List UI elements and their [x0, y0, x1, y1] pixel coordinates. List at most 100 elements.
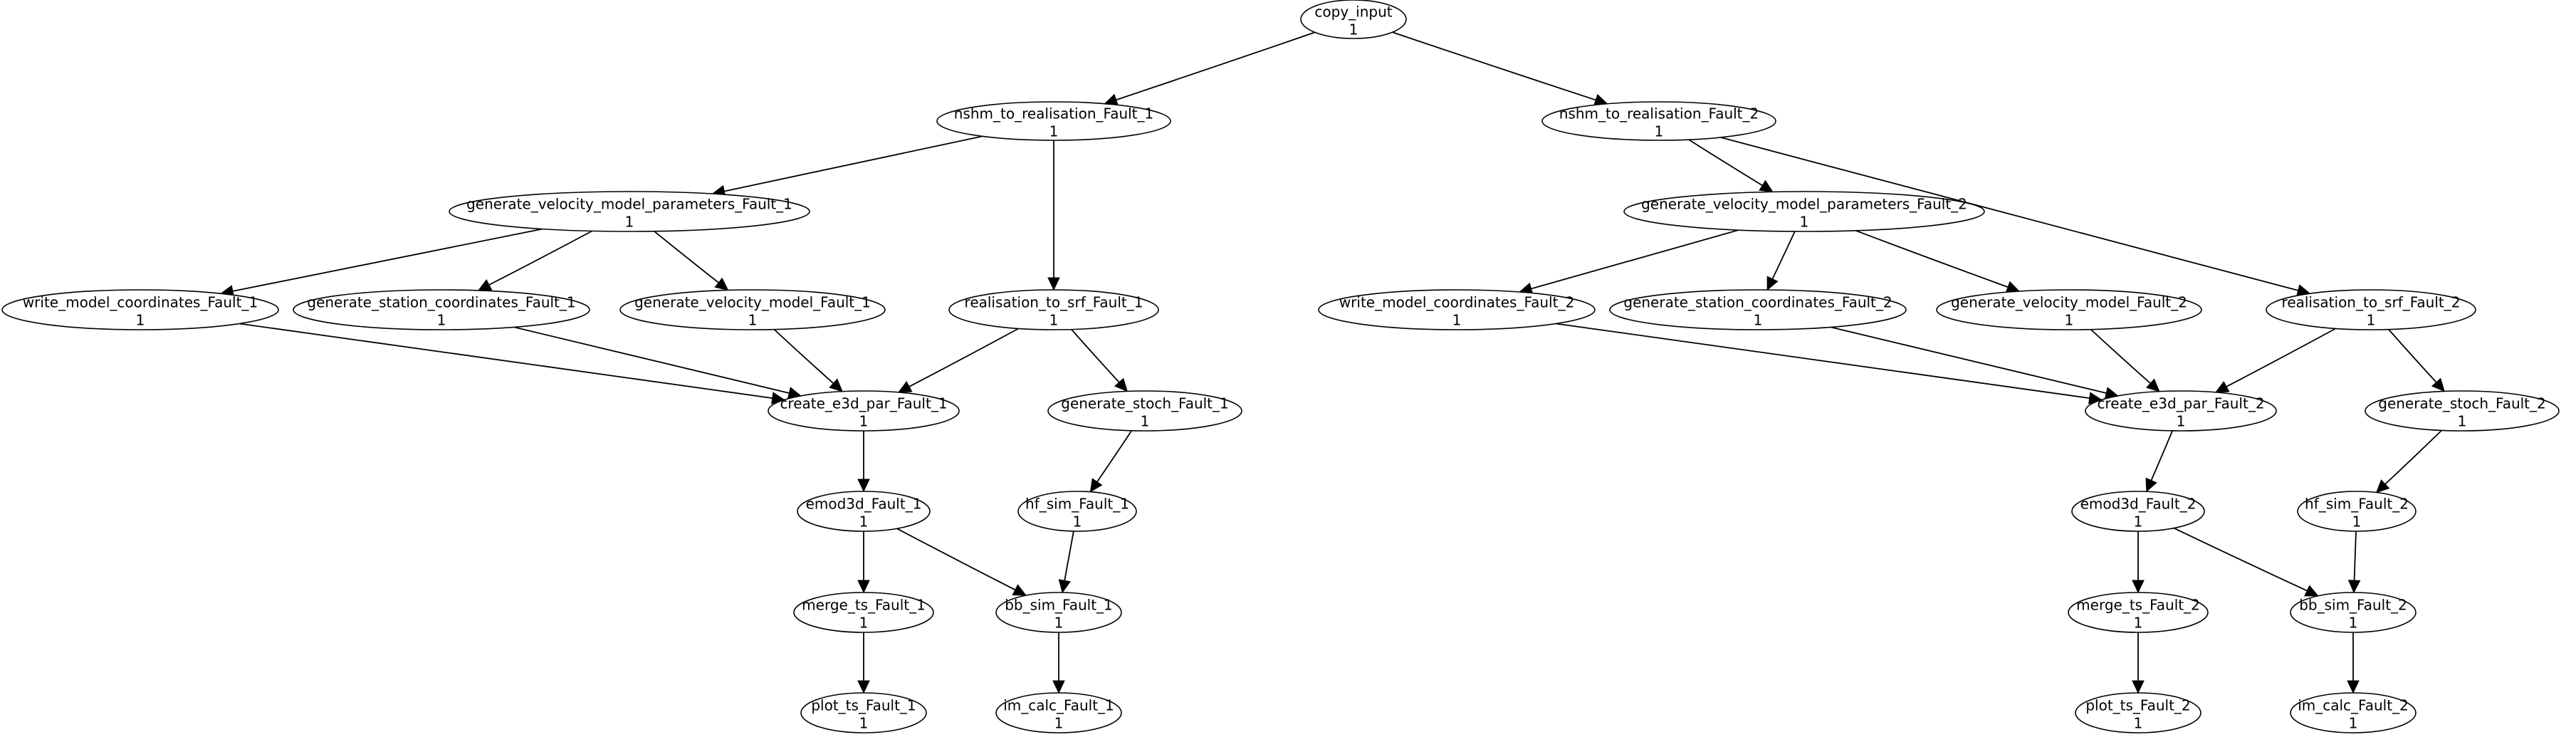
node-label: im_calc_Fault_2 — [2298, 697, 2409, 714]
node-hf_sim_Fault_1[interactable]: hf_sim_Fault_11 — [1017, 491, 1137, 532]
node-generate_station_coordinates_Fault_1[interactable]: generate_station_coordinates_Fault_11 — [293, 289, 590, 330]
edge-generate_velocity_model_parameters_Fault_2-to-generate_velocity_model_Fault_2 — [1855, 229, 2021, 293]
edge-create_e3d_par_Fault_1-to-emod3d_Fault_1 — [857, 431, 870, 493]
node-ellipse[interactable] — [1017, 491, 1137, 532]
edge-line — [1720, 137, 2298, 291]
node-generate_velocity_model_Fault_2[interactable]: generate_velocity_model_Fault_21 — [1936, 289, 2202, 330]
node-count: 1 — [437, 312, 446, 329]
node-hf_sim_Fault_2[interactable]: hf_sim_Fault_21 — [2297, 491, 2417, 532]
node-ellipse[interactable] — [2266, 289, 2476, 330]
edge-line — [488, 230, 593, 286]
node-ellipse[interactable] — [1623, 191, 1985, 232]
node-merge_ts_Fault_1[interactable]: merge_ts_Fault_11 — [793, 592, 934, 633]
node-ellipse[interactable] — [2290, 692, 2417, 733]
node-im_calc_Fault_2[interactable]: im_calc_Fault_21 — [2290, 692, 2417, 733]
node-create_e3d_par_Fault_1[interactable]: create_e3d_par_Fault_11 — [768, 390, 960, 432]
node-ellipse[interactable] — [2297, 491, 2417, 532]
node-write_model_coordinates_Fault_2[interactable]: write_model_coordinates_Fault_21 — [1318, 289, 1596, 330]
edge-realisation_to_srf_Fault_1-to-generate_stoch_Fault_1 — [1071, 329, 1128, 392]
edge-emod3d_Fault_1-to-merge_ts_Fault_1 — [857, 531, 870, 594]
node-label: generate_stoch_Fault_1 — [1061, 395, 1229, 412]
edge-generate_velocity_model_parameters_Fault_1-to-generate_station_coordinates_Fault_1 — [477, 230, 593, 291]
node-ellipse[interactable] — [800, 692, 927, 733]
node-count: 1 — [1049, 123, 1059, 140]
node-ellipse[interactable] — [2365, 390, 2560, 432]
node-generate_station_coordinates_Fault_2[interactable]: generate_station_coordinates_Fault_21 — [1609, 289, 1907, 330]
node-ellipse[interactable] — [1, 289, 279, 330]
edge-nshm_to_realisation_Fault_2-to-realisation_to_srf_Fault_2 — [1720, 137, 2311, 297]
node-label: generate_velocity_model_Fault_2 — [1951, 294, 2187, 311]
edge-hf_sim_Fault_1-to-bb_sim_Fault_1 — [1058, 531, 1074, 594]
arrowhead-icon — [2214, 380, 2230, 393]
node-ellipse[interactable] — [1318, 289, 1596, 330]
node-realisation_to_srf_Fault_1[interactable]: realisation_to_srf_Fault_11 — [948, 289, 1159, 330]
edge-line — [1771, 231, 1796, 280]
edge-line — [2150, 430, 2173, 481]
edge-line — [513, 326, 790, 394]
node-ellipse[interactable] — [2290, 592, 2417, 633]
node-label: generate_velocity_model_parameters_Fault… — [1641, 196, 1967, 213]
node-ellipse[interactable] — [2085, 390, 2277, 432]
node-realisation_to_srf_Fault_2[interactable]: realisation_to_srf_Fault_21 — [2266, 289, 2476, 330]
edge-generate_stoch_Fault_1-to-hf_sim_Fault_1 — [1089, 430, 1133, 493]
node-label: im_calc_Fault_1 — [1003, 697, 1114, 714]
node-ellipse[interactable] — [995, 692, 1122, 733]
node-create_e3d_par_Fault_2[interactable]: create_e3d_par_Fault_21 — [2085, 390, 2277, 432]
node-nshm_to_realisation_Fault_2[interactable]: nshm_to_realisation_Fault_21 — [1541, 101, 1776, 141]
node-emod3d_Fault_2[interactable]: emod3d_Fault_21 — [2071, 491, 2205, 532]
node-plot_ts_Fault_2[interactable]: plot_ts_Fault_21 — [2075, 692, 2201, 733]
edge-line — [2388, 329, 2437, 383]
node-count: 1 — [2177, 413, 2186, 430]
arrowhead-icon — [2132, 580, 2145, 594]
node-label: plot_ts_Fault_2 — [2085, 697, 2190, 714]
node-ellipse[interactable] — [2068, 592, 2209, 633]
node-write_model_coordinates_Fault_1[interactable]: write_model_coordinates_Fault_11 — [1, 289, 279, 330]
node-ellipse[interactable] — [948, 289, 1159, 330]
node-count: 1 — [1452, 312, 1462, 329]
node-nshm_to_realisation_Fault_1[interactable]: nshm_to_realisation_Fault_11 — [936, 101, 1171, 141]
node-generate_velocity_model_parameters_Fault_2[interactable]: generate_velocity_model_parameters_Fault… — [1623, 191, 1985, 232]
node-im_calc_Fault_1[interactable]: im_calc_Fault_11 — [995, 692, 1122, 733]
node-count: 1 — [1800, 214, 1809, 231]
node-bb_sim_Fault_1[interactable]: bb_sim_Fault_11 — [995, 592, 1122, 633]
node-count: 1 — [859, 715, 869, 732]
node-ellipse[interactable] — [1047, 390, 1242, 432]
edge-emod3d_Fault_2-to-bb_sim_Fault_2 — [2173, 527, 2319, 597]
node-ellipse[interactable] — [293, 289, 590, 330]
edge-generate_velocity_model_parameters_Fault_2-to-write_model_coordinates_Fault_2 — [1519, 229, 1739, 295]
node-ellipse[interactable] — [1541, 101, 1776, 141]
node-count: 1 — [2134, 615, 2143, 632]
edge-emod3d_Fault_1-to-bb_sim_Fault_1 — [896, 528, 1027, 596]
node-generate_stoch_Fault_2[interactable]: generate_stoch_Fault_21 — [2365, 390, 2560, 432]
node-ellipse[interactable] — [619, 289, 886, 330]
node-generate_stoch_Fault_1[interactable]: generate_stoch_Fault_11 — [1047, 390, 1242, 432]
node-ellipse[interactable] — [936, 101, 1171, 141]
node-label: hf_sim_Fault_2 — [2305, 496, 2409, 513]
node-ellipse[interactable] — [793, 592, 934, 633]
node-label: realisation_to_srf_Fault_1 — [965, 294, 1143, 311]
node-merge_ts_Fault_2[interactable]: merge_ts_Fault_21 — [2068, 592, 2209, 633]
node-ellipse[interactable] — [1609, 289, 1907, 330]
node-ellipse[interactable] — [995, 592, 1122, 633]
node-generate_velocity_model_parameters_Fault_1[interactable]: generate_velocity_model_parameters_Fault… — [449, 191, 810, 232]
edge-realisation_to_srf_Fault_1-to-create_e3d_par_Fault_1 — [897, 328, 1019, 393]
node-emod3d_Fault_1[interactable]: emod3d_Fault_11 — [797, 491, 931, 532]
node-ellipse[interactable] — [449, 191, 810, 232]
edge-line — [1392, 31, 1596, 101]
node-ellipse[interactable] — [768, 390, 960, 432]
node-generate_velocity_model_Fault_1[interactable]: generate_velocity_model_Fault_11 — [619, 289, 886, 330]
node-ellipse[interactable] — [2075, 692, 2201, 733]
node-bb_sim_Fault_2[interactable]: bb_sim_Fault_21 — [2290, 592, 2417, 633]
edge-layer — [220, 31, 2445, 694]
edge-line — [773, 328, 834, 384]
node-plot_ts_Fault_1[interactable]: plot_ts_Fault_11 — [800, 692, 927, 733]
node-ellipse[interactable] — [2071, 491, 2205, 532]
node-ellipse[interactable] — [797, 491, 931, 532]
edge-line — [1096, 430, 1133, 483]
node-label: merge_ts_Fault_1 — [802, 597, 926, 614]
node-ellipse[interactable] — [1936, 289, 2202, 330]
node-ellipse[interactable] — [1300, 0, 1407, 39]
